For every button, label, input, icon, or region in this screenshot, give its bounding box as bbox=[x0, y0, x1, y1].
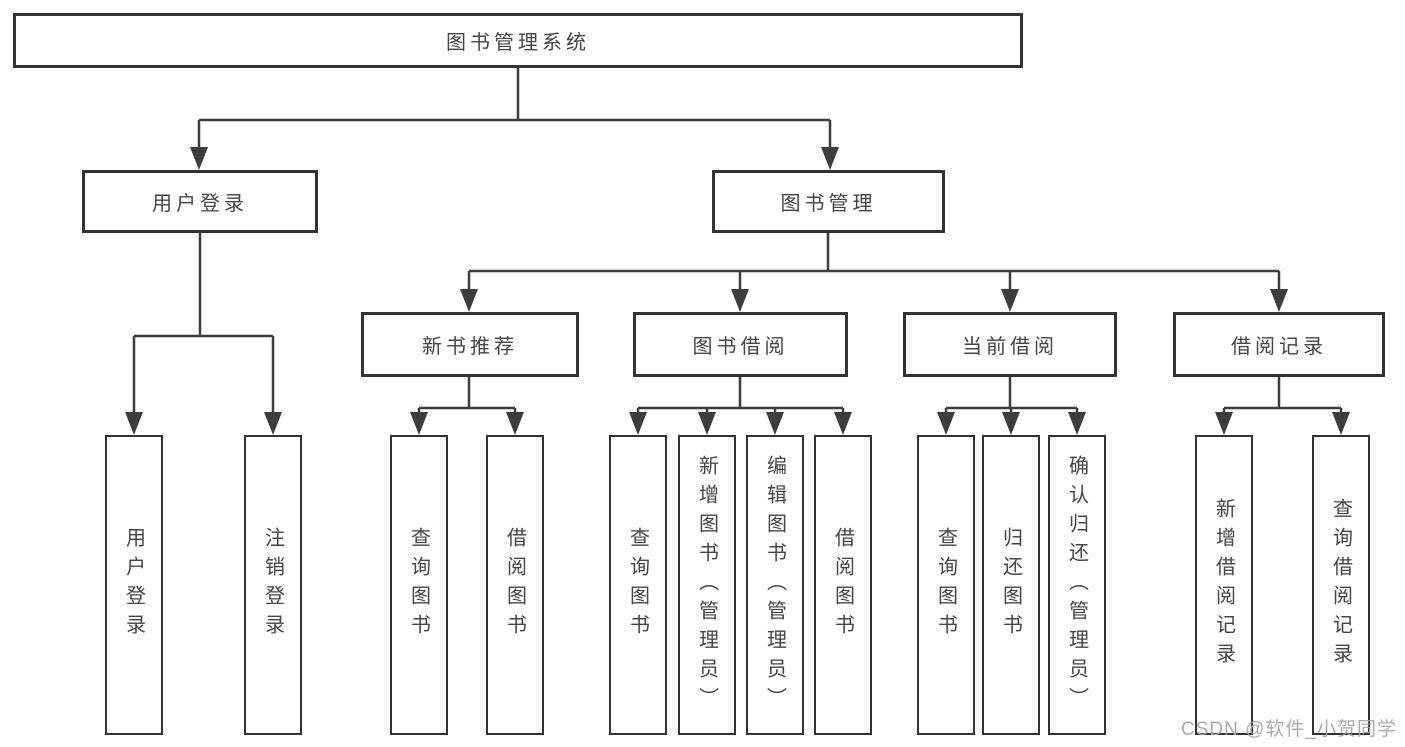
connector-user-login bbox=[132, 233, 275, 415]
leaf-user-login-label: 用户登录 bbox=[122, 527, 145, 643]
leaf-user-login: 用户登录 bbox=[105, 435, 163, 735]
leaf-logout: 注销登录 bbox=[244, 435, 302, 735]
node-current-borrowing: 当前借阅 bbox=[903, 312, 1117, 377]
node-root-label: 图书管理系统 bbox=[446, 32, 590, 54]
node-book-management-label: 图书管理 bbox=[780, 193, 877, 215]
leaf-current-return-books: 归还图书 bbox=[982, 435, 1040, 735]
connector-borrowing-records bbox=[1222, 377, 1343, 415]
node-borrowing-records-label: 借阅记录 bbox=[1231, 336, 1327, 358]
leaf-borrowing-query-books: 查询图书 bbox=[609, 435, 667, 735]
leaf-records-add-record: 新增借阅记录 bbox=[1195, 435, 1253, 735]
leaf-borrowing-borrow-books: 借阅图书 bbox=[814, 435, 872, 735]
node-user-login: 用户登录 bbox=[82, 170, 318, 233]
leaf-records-query-record: 查询借阅记录 bbox=[1312, 435, 1370, 735]
leaf-records-query-record-label: 查询借阅记录 bbox=[1329, 498, 1352, 672]
leaf-borrowing-edit-books-admin-label: 编辑图书（管理员） bbox=[763, 454, 786, 716]
node-borrowing-records: 借阅记录 bbox=[1173, 312, 1385, 377]
connector-current-borrowing bbox=[944, 377, 1079, 415]
node-current-borrowing-label: 当前借阅 bbox=[962, 336, 1058, 358]
leaf-records-add-record-label: 新增借阅记录 bbox=[1212, 498, 1235, 672]
leaf-logout-label: 注销登录 bbox=[261, 527, 284, 643]
leaf-newbooks-query-books: 查询图书 bbox=[390, 435, 448, 735]
connector-book-management bbox=[467, 233, 1281, 292]
node-new-book-recommendation-label: 新书推荐 bbox=[422, 336, 518, 358]
leaf-newbooks-query-books-label: 查询图书 bbox=[407, 527, 430, 643]
leaf-current-confirm-return-admin: 确认归还（管理员） bbox=[1048, 435, 1106, 735]
leaf-newbooks-borrow-books: 借阅图书 bbox=[486, 435, 544, 735]
leaf-current-return-books-label: 归还图书 bbox=[999, 527, 1022, 643]
leaf-borrowing-borrow-books-label: 借阅图书 bbox=[831, 527, 854, 643]
node-root: 图书管理系统 bbox=[13, 13, 1023, 68]
node-user-login-label: 用户登录 bbox=[152, 193, 248, 215]
leaf-borrowing-edit-books-admin: 编辑图书（管理员） bbox=[746, 435, 804, 735]
arrowhead-icons bbox=[125, 147, 1350, 435]
leaf-borrowing-add-books-admin-label: 新增图书（管理员） bbox=[695, 454, 718, 716]
node-book-borrowing-label: 图书借阅 bbox=[692, 336, 789, 358]
node-new-book-recommendation: 新书推荐 bbox=[361, 312, 579, 377]
connector-new-books bbox=[417, 377, 517, 415]
csdn-watermark: CSDN @软件_小贺同学 bbox=[1181, 719, 1397, 740]
node-book-management: 图书管理 bbox=[712, 170, 945, 233]
leaf-borrowing-query-books-label: 查询图书 bbox=[626, 527, 649, 643]
leaf-current-query-books-label: 查询图书 bbox=[934, 527, 957, 643]
connector-root bbox=[197, 68, 832, 150]
leaf-borrowing-add-books-admin: 新增图书（管理员） bbox=[678, 435, 736, 735]
leaf-newbooks-borrow-books-label: 借阅图书 bbox=[503, 527, 526, 643]
leaf-current-query-books: 查询图书 bbox=[917, 435, 975, 735]
leaf-current-confirm-return-admin-label: 确认归还（管理员） bbox=[1065, 454, 1088, 716]
node-book-borrowing: 图书借阅 bbox=[633, 312, 848, 377]
connector-book-borrowing bbox=[636, 377, 845, 415]
